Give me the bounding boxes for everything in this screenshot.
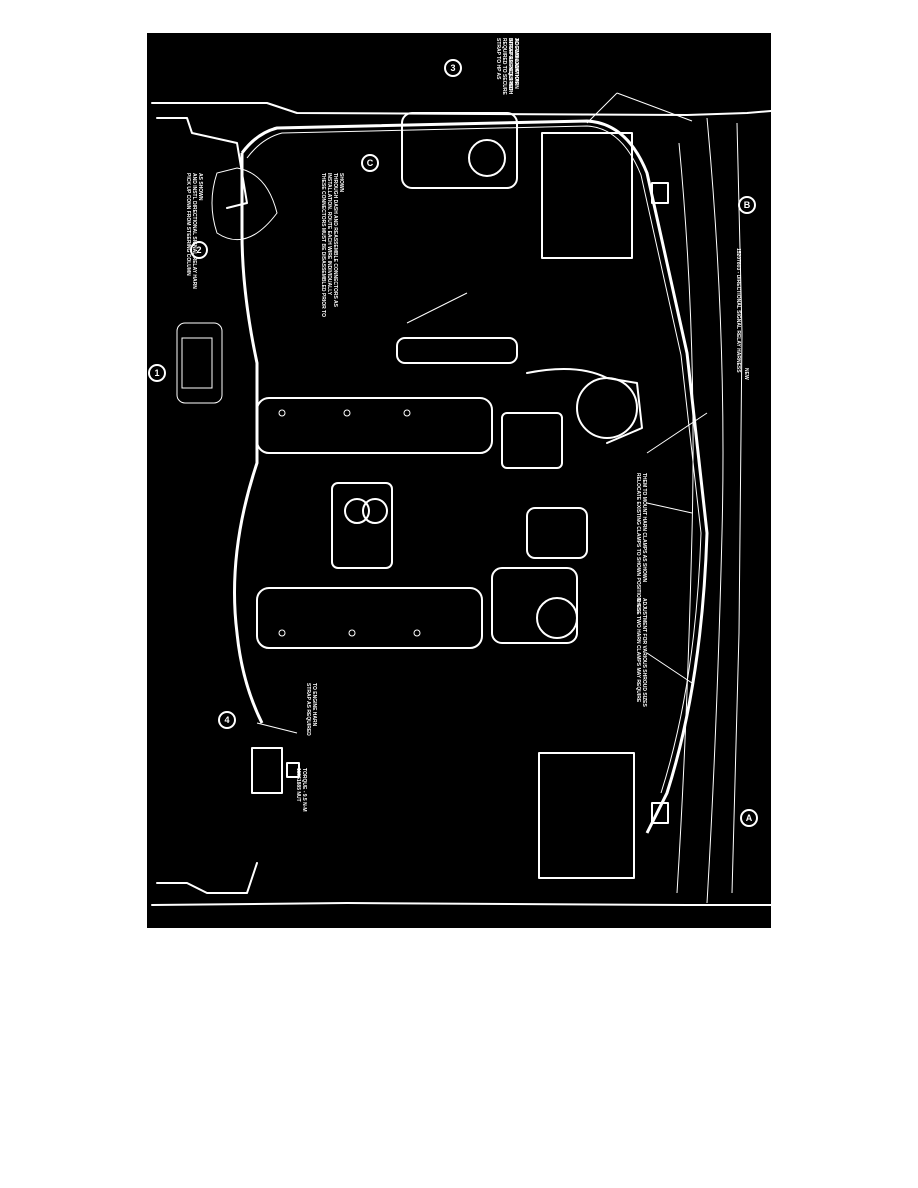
leader-line <box>256 722 298 734</box>
battery-top <box>541 132 633 259</box>
note-nut-line: 11561885 NUT <box>295 768 301 802</box>
air-duct <box>526 368 643 444</box>
harness-clip <box>651 802 669 824</box>
leader-line <box>586 92 618 124</box>
valve-bolt <box>278 629 286 637</box>
note-strap-lamp-line: TO FWD LAMP HARN <box>513 38 519 89</box>
wiring-harness-diagram: 1 2 3 4 A B C STRAP TO HP AS REQUIRED TO… <box>147 33 771 928</box>
throttle-bore <box>344 498 370 524</box>
harness-engine-branch <box>233 153 264 724</box>
marker-c-label: C <box>367 158 374 168</box>
note-nut-torque: 11561885 NUT TORQUE - 9.5 N-M <box>295 768 307 812</box>
note-strap-lamp-line: STRAP AS REQUIRED <box>507 38 513 91</box>
air-cleaner <box>576 377 638 439</box>
right-frame-edge <box>731 122 743 894</box>
marker-b: B <box>738 196 756 214</box>
leader-line <box>616 92 693 122</box>
right-frame-inner <box>676 142 694 894</box>
note-relocate-line: RELOCATE EXISTING CLAMPS TO SHOWN POSITI… <box>635 473 641 615</box>
harness-main <box>240 119 709 834</box>
note-pickup-line: AS SHOWN <box>197 173 203 201</box>
note-pickup-connector: PICK UP CONN FROM STEERING COLUMN AND IN… <box>185 173 203 289</box>
note-connectors-line: INSTALLATION. ROUTE EACH WIRE INDIVIDUAL… <box>326 173 332 296</box>
note-new-harness-line: 15207803 - DIRECTIONAL SIGNAL RELAY HARN… <box>735 248 741 373</box>
note-nut-line: TORQUE - 9.5 N-M <box>301 768 307 812</box>
engine-bay-illustration: 1 2 3 4 A B C STRAP TO HP AS REQUIRED TO… <box>148 38 771 906</box>
note-pickup-line: PICK UP CONN FROM STEERING COLUMN <box>185 173 191 276</box>
note-strap-bracket-line: STRAP TO HP AS <box>495 38 501 80</box>
note-strap-engine: STRAP AS REQUIRED TO ENGINE HARN <box>305 683 317 736</box>
callout-2: 2 <box>190 241 208 259</box>
washer-reservoir <box>401 112 518 189</box>
note-strap-bracket-line: ACCOMMODATION <box>513 38 519 84</box>
harness-clip <box>651 182 669 204</box>
connector-block <box>251 747 283 794</box>
nut-box <box>286 762 300 778</box>
valve-bolt <box>343 409 351 417</box>
note-strap-bracket: STRAP TO HP AS REQUIRED TO SECURE INTERF… <box>495 38 519 96</box>
marker-c: C <box>361 154 379 172</box>
note-connectors-line: THROUGH DASH AND REASSEMBLE CONNECTORS A… <box>332 173 338 308</box>
alternator <box>491 567 578 644</box>
marker-a-label: A <box>746 813 753 823</box>
note-new-harness: NEW 15207803 - DIRECTIONAL SIGNAL RELAY … <box>735 248 749 380</box>
note-harness-clamps-line: ADJUSTMENT FOR VARIOUS SHROUD SIZES <box>641 598 647 707</box>
harness-main-inner <box>246 125 702 794</box>
note-relocate-line: THEM TO MOUNT HARN CLAMPS AS SHOWN <box>641 473 647 583</box>
note-strap-bracket-line: INTERFERENCES WITH <box>507 38 513 95</box>
reservoir-cap <box>468 139 506 177</box>
note-connectors: THESE CONNECTORS MUST BE DISASSEMBLED PR… <box>320 173 344 317</box>
valve-bolt <box>278 409 286 417</box>
valve-cover-right <box>256 587 483 649</box>
callout-4-label: 4 <box>224 715 229 725</box>
note-connectors-line: SHOWN <box>338 173 344 193</box>
valve-bolt <box>348 629 356 637</box>
note-new-harness-line: NEW <box>743 368 749 380</box>
valve-cover-left <box>256 397 493 454</box>
master-cylinder <box>181 337 213 389</box>
leader-line <box>646 652 693 684</box>
callout-3-label: 3 <box>450 63 455 73</box>
power-steering-pump <box>501 412 563 469</box>
valve-bolt <box>403 409 411 417</box>
leader-line <box>646 412 708 454</box>
intake-tube <box>396 337 518 364</box>
throttle-body <box>331 482 393 569</box>
bottom-frame-line <box>151 902 771 906</box>
alternator-pulley <box>536 597 578 639</box>
left-upper-bracket <box>156 117 248 209</box>
note-relocate-clamps: RELOCATE EXISTING CLAMPS TO SHOWN POSITI… <box>635 473 647 615</box>
valve-bolt <box>413 629 421 637</box>
note-connectors-line: THESE CONNECTORS MUST BE DISASSEMBLED PR… <box>320 173 326 317</box>
leader-line <box>406 292 468 324</box>
distributor <box>526 507 588 559</box>
marker-b-label: B <box>744 200 751 210</box>
brake-booster <box>176 322 223 404</box>
callout-2-label: 2 <box>196 245 201 255</box>
note-strap-bracket-line: REQUIRED TO SECURE <box>501 38 507 96</box>
throttle-bore <box>362 498 388 524</box>
callout-4: 4 <box>218 711 236 729</box>
leader-line <box>646 502 693 514</box>
battery-bottom <box>538 752 635 879</box>
note-pickup-line: AND INSTL DIRECTIONAL SIGNAL RELAY HARN <box>191 173 197 289</box>
callout-1: 1 <box>148 364 166 382</box>
left-lower-bracket <box>156 862 258 894</box>
marker-a: A <box>740 809 758 827</box>
note-strap-engine-line: STRAP AS REQUIRED <box>305 683 311 736</box>
callout-1-label: 1 <box>154 368 159 378</box>
right-frame-outer <box>706 117 724 904</box>
note-strap-engine-line: TO ENGINE HARN <box>311 683 317 727</box>
callout-3: 3 <box>444 59 462 77</box>
harness-loop <box>211 167 278 241</box>
note-strap-lamp: STRAP AS REQUIRED TO FWD LAMP HARN <box>507 38 519 91</box>
note-harness-clamps-line: THESE TWO HARN CLAMPS MAY REQUIRE <box>635 598 641 703</box>
note-harness-clamps: THESE TWO HARN CLAMPS MAY REQUIRE ADJUST… <box>635 598 647 707</box>
